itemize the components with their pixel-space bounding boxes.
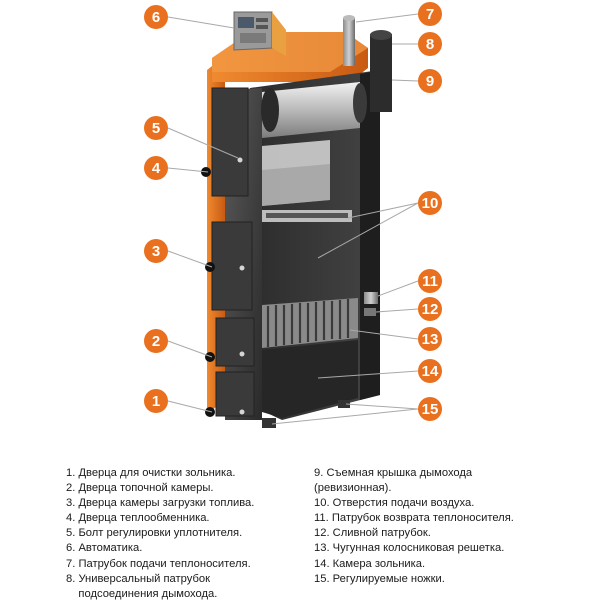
return-pipe [364, 292, 378, 304]
callout-badge [418, 2, 442, 26]
ash-cleaning-door [215, 371, 255, 417]
flue-connector [370, 34, 392, 112]
callout-15: 15 [418, 397, 442, 421]
boiler-right-wall [360, 70, 380, 400]
callout-number: 15 [422, 401, 439, 418]
callout-badge [418, 327, 442, 351]
callout-number: 4 [152, 160, 161, 177]
legend-item: 13. Чугунная колосниковая решетка. [314, 542, 505, 555]
seal-bolt [237, 157, 243, 163]
callout-11: 11 [418, 269, 442, 293]
legend-item: 8. Универсальный патрубок [66, 572, 210, 585]
legend-item: 11. Патрубок возврата теплоносителя. [314, 512, 514, 525]
callout-badge [418, 397, 442, 421]
callout-6: 6 [144, 5, 168, 29]
adjustable-foot-left [262, 418, 276, 428]
baffle-shadow [262, 164, 330, 206]
door-handle-3 [205, 262, 215, 272]
callout-badge [144, 156, 168, 180]
cast-iron-grate [262, 298, 358, 348]
ash-chamber [262, 340, 358, 418]
air-inlet-slot [266, 213, 348, 218]
callout-number: 1 [152, 393, 160, 410]
callout-badge [418, 359, 442, 383]
legend-item: 15. Регулируемые ножки. [314, 572, 445, 585]
legend-item: подсоединения дымохода. [66, 587, 218, 600]
legend-item: 2. Дверца топочной камеры. [66, 482, 214, 495]
legend-item: 9. Съемная крышка дымохода [314, 467, 473, 479]
legend-left-column: 1. Дверца для очистки зольника. 2. Дверца… [66, 466, 306, 602]
door-bolt-2 [239, 351, 245, 357]
legend-item: 3. Дверца камеры загрузки топлива. [66, 497, 255, 510]
callout-badge [144, 116, 168, 140]
callout-badge [418, 191, 442, 215]
callout-3: 3 [144, 239, 168, 263]
leader-lines [167, 13, 419, 425]
callout-badge [144, 389, 168, 413]
callout-9: 9 [418, 69, 442, 93]
callout-number: 3 [152, 243, 160, 260]
callout-badge [418, 269, 442, 293]
callout-number: 6 [152, 9, 160, 26]
legend-item: (ревизионная). [314, 482, 392, 495]
legend-item: 10. Отверстия подачи воздуха. [314, 497, 475, 510]
callout-badge [418, 32, 442, 56]
callout-badge [418, 297, 442, 321]
callout-14: 14 [418, 359, 442, 383]
callout-4: 4 [144, 156, 168, 180]
callout-number: 13 [422, 331, 439, 348]
callout-2: 2 [144, 329, 168, 353]
fuel-loading-door [211, 221, 253, 311]
callout-number: 14 [422, 363, 439, 380]
callout-13: 13 [418, 327, 442, 351]
adjustable-foot-right [338, 400, 350, 408]
callout-badge [144, 5, 168, 29]
drain-pipe [364, 308, 376, 316]
door-bolt-3 [239, 265, 245, 271]
legend-item: 7. Патрубок подачи теплоносителя. [66, 557, 251, 570]
callout-5: 5 [144, 116, 168, 140]
legend-right-column: 9. Съемная крышка дымохода (ревизионная).… [314, 466, 584, 587]
callout-12: 12 [418, 297, 442, 321]
legend-item: 1. Дверца для очистки зольника. [66, 467, 236, 479]
legend-item: 5. Болт регулировки уплотнителя. [66, 527, 243, 540]
automation-unit [233, 11, 286, 56]
legend-item: 6. Автоматика. [66, 542, 143, 555]
legend-item: 4. Дверца теплообменника. [66, 512, 210, 525]
supply-pipe-top [343, 15, 355, 21]
legend-item: 14. Камера зольника. [314, 557, 426, 570]
door-bolt-1 [239, 409, 245, 415]
flue-connector-top [370, 30, 392, 40]
exchanger-port-right [353, 83, 367, 123]
callout-number: 10 [422, 195, 439, 212]
callout-badge [418, 69, 442, 93]
callout-10: 10 [418, 191, 442, 215]
door-handle-2 [205, 352, 215, 362]
callout-badge [144, 329, 168, 353]
callout-number: 12 [422, 301, 439, 318]
callout-badge [144, 239, 168, 263]
callout-number: 11 [422, 273, 438, 290]
supply-pipe [343, 18, 355, 66]
callout-number: 9 [426, 73, 434, 90]
callout-7: 7 [418, 2, 442, 26]
callout-1: 1 [144, 389, 168, 413]
callout-number: 8 [426, 36, 434, 53]
heat-exchanger-door [211, 87, 249, 197]
exchanger-port-left [261, 88, 279, 132]
heat-exchanger-tube [262, 82, 360, 138]
firebox-door [215, 317, 255, 367]
callout-8: 8 [418, 32, 442, 56]
legend-item: 12. Сливной патрубок. [314, 527, 431, 540]
callout-number: 7 [426, 6, 434, 23]
callout-number: 2 [152, 333, 160, 350]
callout-number: 5 [152, 120, 160, 137]
